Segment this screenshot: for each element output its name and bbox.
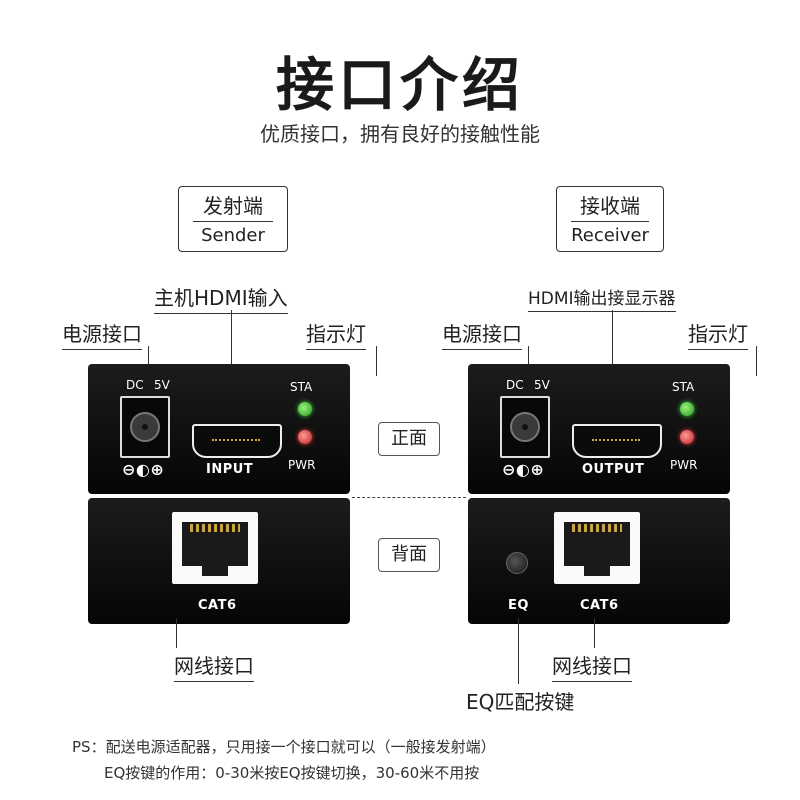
- sender-name-en: Sender: [201, 225, 265, 246]
- hdmi-pins: [592, 439, 640, 444]
- receiver-dc-jack[interactable]: [500, 396, 550, 458]
- page-subtitle: 优质接口，拥有良好的接触性能: [260, 122, 540, 146]
- receiver-eq-callout: EQ匹配按键: [466, 690, 575, 714]
- sender-power-callout: 电源接口: [62, 318, 142, 350]
- sender-net-callout: 网线接口: [174, 650, 254, 682]
- rj45-tab: [584, 566, 610, 576]
- sender-dc-jack[interactable]: [120, 396, 170, 458]
- dc-hole: [510, 412, 540, 442]
- page-title: 接口介绍: [275, 51, 524, 119]
- sender-hdmi-port[interactable]: [192, 424, 282, 458]
- receiver-name-cn: 接收端: [571, 191, 649, 222]
- note-line-2: EQ按键的作用：0-30米按EQ按键切换，30-60米不用按: [104, 764, 480, 782]
- front-back-divider: [352, 497, 466, 498]
- polarity-icon: ⊖◐⊕: [502, 460, 545, 479]
- receiver-power-callout: 电源接口: [442, 318, 522, 350]
- sender-back-panel: CAT6: [88, 498, 350, 624]
- sender-pwr-text: PWR: [288, 458, 316, 472]
- receiver-hdmi-callout: HDMI输出接显示器: [528, 284, 676, 312]
- sender-hdmi-callout: 主机HDMI输入: [154, 282, 288, 314]
- receiver-dc-text: DC: [506, 378, 524, 392]
- dc-pin: [142, 424, 148, 430]
- receiver-eq-button[interactable]: [506, 552, 528, 574]
- receiver-sta-text: STA: [672, 380, 695, 394]
- receiver-volt-text: 5V: [534, 378, 550, 392]
- sender-cat-text: CAT6: [198, 598, 237, 613]
- sender-pwr-led: [298, 430, 312, 444]
- sender-indicator-callout: 指示灯: [306, 318, 366, 350]
- sender-indicator-leader: [376, 346, 377, 376]
- receiver-front-panel: DC 5V ⊖◐⊕ OUTPUT STA PWR: [468, 364, 730, 494]
- sender-rj45-port[interactable]: [172, 512, 258, 584]
- receiver-rj45-port[interactable]: [554, 512, 640, 584]
- sender-net-leader: [176, 618, 177, 648]
- sender-badge: 发射端 Sender: [178, 186, 288, 252]
- rj45-pins: [190, 524, 240, 532]
- receiver-pwr-text: PWR: [670, 458, 698, 472]
- sender-name-cn: 发射端: [193, 191, 273, 222]
- polarity-icon: ⊖◐⊕: [122, 460, 165, 479]
- receiver-sta-led: [680, 402, 694, 416]
- receiver-hdmi-port[interactable]: [572, 424, 662, 458]
- dc-pin: [522, 424, 528, 430]
- hdmi-pins: [212, 439, 260, 444]
- note-line-1: PS：配送电源适配器，只用接一个接口就可以（一般接发射端）: [72, 738, 496, 756]
- front-side-label: 正面: [378, 422, 440, 456]
- sender-dc-text: DC: [126, 378, 144, 392]
- receiver-net-callout: 网线接口: [552, 650, 632, 682]
- receiver-eq-leader: [518, 618, 519, 684]
- sender-sta-led: [298, 402, 312, 416]
- receiver-indicator-leader: [756, 346, 757, 376]
- sender-front-panel: DC 5V ⊖◐⊕ INPUT STA PWR: [88, 364, 350, 494]
- receiver-indicator-callout: 指示灯: [688, 318, 748, 350]
- receiver-name-en: Receiver: [571, 225, 649, 246]
- receiver-hdmi-port-text: OUTPUT: [582, 462, 645, 477]
- sender-hdmi-port-text: INPUT: [206, 462, 254, 477]
- receiver-back-panel: EQ CAT6: [468, 498, 730, 624]
- back-side-label: 背面: [378, 538, 440, 572]
- receiver-eq-text: EQ: [508, 598, 529, 613]
- receiver-cat-text: CAT6: [580, 598, 619, 613]
- rj45-pins: [572, 524, 622, 532]
- receiver-net-leader: [594, 618, 595, 648]
- receiver-pwr-led: [680, 430, 694, 444]
- receiver-badge: 接收端 Receiver: [556, 186, 664, 252]
- rj45-tab: [202, 566, 228, 576]
- dc-hole: [130, 412, 160, 442]
- sender-sta-text: STA: [290, 380, 313, 394]
- sender-volt-text: 5V: [154, 378, 170, 392]
